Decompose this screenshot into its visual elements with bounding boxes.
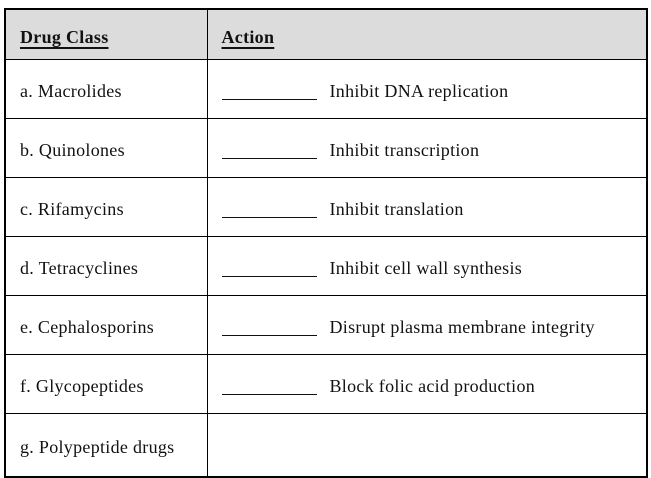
drug-class-label: f. Glycopeptides bbox=[20, 376, 144, 396]
action-label: Inhibit transcription bbox=[329, 140, 480, 160]
table-row: f. Glycopeptides Block folic acid produc… bbox=[4, 354, 648, 414]
action-cell-empty bbox=[206, 413, 648, 478]
drug-class-cell: d. Tetracyclines bbox=[4, 236, 208, 296]
answer-blank bbox=[221, 157, 317, 159]
table-row: c. Rifamycins Inhibit translation bbox=[4, 177, 648, 237]
header-action-cell: Action bbox=[206, 8, 648, 60]
action-cell: Block folic acid production bbox=[206, 354, 648, 414]
answer-blank bbox=[221, 275, 317, 277]
table-row: g. Polypeptide drugs bbox=[4, 413, 648, 478]
action-label: Inhibit translation bbox=[329, 199, 464, 219]
drug-class-label: b. Quinolones bbox=[20, 140, 125, 160]
drug-class-cell: a. Macrolides bbox=[4, 59, 208, 119]
header-drug-class-label: Drug Class bbox=[20, 26, 109, 47]
action-cell: Inhibit DNA replication bbox=[206, 59, 648, 119]
action-label: Inhibit DNA replication bbox=[329, 81, 509, 101]
action-label: Inhibit cell wall synthesis bbox=[329, 258, 523, 278]
table-row: e. Cephalosporins Disrupt plasma membran… bbox=[4, 295, 648, 355]
table-row: d. Tetracyclines Inhibit cell wall synth… bbox=[4, 236, 648, 296]
drug-action-matching-table: Drug Class Action a. Macrolides Inhibit … bbox=[4, 8, 648, 478]
answer-blank bbox=[221, 98, 317, 100]
drug-class-cell: c. Rifamycins bbox=[4, 177, 208, 237]
header-action-label: Action bbox=[221, 26, 275, 47]
drug-class-cell: b. Quinolones bbox=[4, 118, 208, 178]
action-cell: Inhibit translation bbox=[206, 177, 648, 237]
action-cell: Inhibit cell wall synthesis bbox=[206, 236, 648, 296]
answer-blank bbox=[221, 334, 317, 336]
drug-class-label: e. Cephalosporins bbox=[20, 317, 155, 337]
action-label: Disrupt plasma membrane integrity bbox=[329, 317, 595, 337]
table-header-row: Drug Class Action bbox=[4, 8, 648, 60]
drug-class-label: g. Polypeptide drugs bbox=[20, 437, 175, 457]
drug-class-cell: e. Cephalosporins bbox=[4, 295, 208, 355]
drug-class-cell: f. Glycopeptides bbox=[4, 354, 208, 414]
action-cell: Disrupt plasma membrane integrity bbox=[206, 295, 648, 355]
drug-class-cell: g. Polypeptide drugs bbox=[4, 413, 208, 478]
answer-blank bbox=[221, 393, 317, 395]
drug-class-label: d. Tetracyclines bbox=[20, 258, 139, 278]
header-drug-class-cell: Drug Class bbox=[4, 8, 208, 60]
table-row: b. Quinolones Inhibit transcription bbox=[4, 118, 648, 178]
drug-class-label: c. Rifamycins bbox=[20, 199, 124, 219]
action-label: Block folic acid production bbox=[329, 376, 536, 396]
answer-blank bbox=[221, 216, 317, 218]
table-row: a. Macrolides Inhibit DNA replication bbox=[4, 59, 648, 119]
action-cell: Inhibit transcription bbox=[206, 118, 648, 178]
drug-class-label: a. Macrolides bbox=[20, 81, 122, 101]
